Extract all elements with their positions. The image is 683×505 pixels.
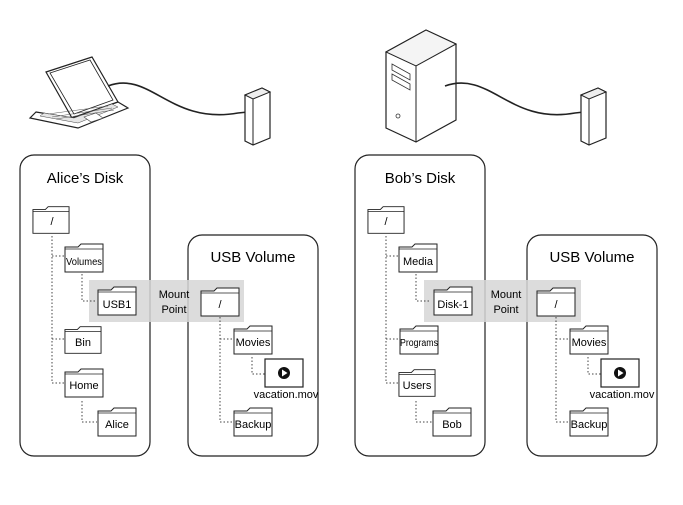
folder-disk1: Disk-1 — [437, 299, 468, 311]
left-cable — [107, 82, 249, 116]
tree-lines — [385, 236, 432, 423]
folder-usb-root: / — [218, 299, 222, 311]
movie-file-icon[interactable] — [264, 358, 304, 388]
disk-title: Alice’s Disk — [47, 170, 124, 187]
tower-server-icon — [384, 29, 458, 143]
folder-movies: Movies — [236, 337, 271, 349]
file-name: vacation.mov — [254, 389, 319, 401]
external-drive-icon — [579, 87, 608, 146]
folder-users: Users — [403, 380, 432, 392]
folder-root: / — [50, 216, 54, 228]
disk-title: Bob’s Disk — [385, 170, 456, 187]
folder-bin: Bin — [75, 337, 91, 349]
tree-lines — [51, 236, 97, 423]
laptop-icon — [28, 56, 130, 129]
folder-usb1: USB1 — [103, 299, 132, 311]
folder-bob: Bob — [442, 419, 462, 431]
movie-file-icon[interactable] — [600, 358, 640, 388]
mount-label-2: Point — [493, 304, 518, 316]
mount-label-2: Point — [161, 304, 186, 316]
usb-title: USB Volume — [210, 249, 295, 266]
folder-movies: Movies — [572, 337, 607, 349]
folder-programs: Programs — [400, 338, 438, 349]
folder-backup: Backup — [235, 419, 272, 431]
folder-volumes: Volumes — [66, 257, 102, 268]
folder-backup: Backup — [571, 419, 608, 431]
folder-media: Media — [403, 256, 434, 268]
folder-home: Home — [69, 380, 98, 392]
folder-root: / — [384, 216, 388, 228]
file-name: vacation.mov — [590, 389, 655, 401]
folder-alice: Alice — [105, 419, 129, 431]
mount-label-1: Mount — [491, 289, 522, 301]
usb-title: USB Volume — [549, 249, 634, 266]
external-drive-icon — [243, 87, 272, 146]
tree-lines-usb — [219, 317, 265, 423]
tree-lines-usb — [555, 317, 601, 423]
folder-usb-root: / — [554, 299, 558, 311]
mount-label-1: Mount — [159, 289, 190, 301]
right-cable — [444, 82, 585, 116]
